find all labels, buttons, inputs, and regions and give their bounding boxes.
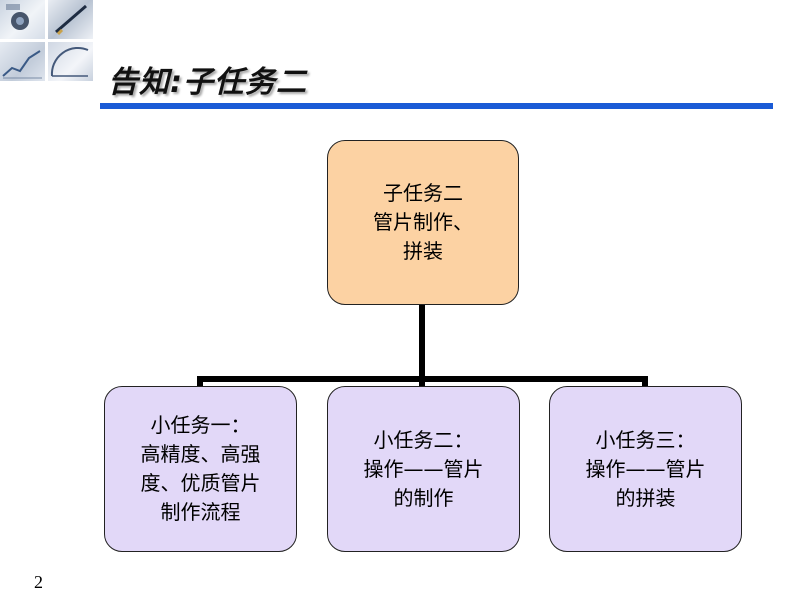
chart-tile-icon <box>0 42 45 81</box>
child-node-1-label: 小任务一： 高精度、高强 度、优质管片 制作流程 <box>140 413 261 524</box>
root-node-label: 子任务二 管片制作、 拼装 <box>373 181 473 263</box>
slide-title: 告知:子任务二 <box>108 65 307 100</box>
child-node-2-label: 小任务二： 操作——管片 的制作 <box>363 427 484 510</box>
page-number: 2 <box>34 572 43 592</box>
pen-tile-icon <box>48 0 93 39</box>
camera-tile-icon <box>0 0 45 39</box>
root-node: 子任务二 管片制作、 拼装 <box>327 140 519 305</box>
header-image-collage <box>0 0 96 82</box>
child-node-2: 小任务二： 操作——管片 的制作 <box>327 386 520 552</box>
drafting-tile-icon <box>48 42 93 81</box>
title-underline <box>100 103 773 109</box>
child-node-1: 小任务一： 高精度、高强 度、优质管片 制作流程 <box>104 386 297 552</box>
child-node-3: 小任务三： 操作——管片 的拼装 <box>549 386 742 552</box>
child-node-3-label: 小任务三： 操作——管片 的拼装 <box>585 427 706 510</box>
